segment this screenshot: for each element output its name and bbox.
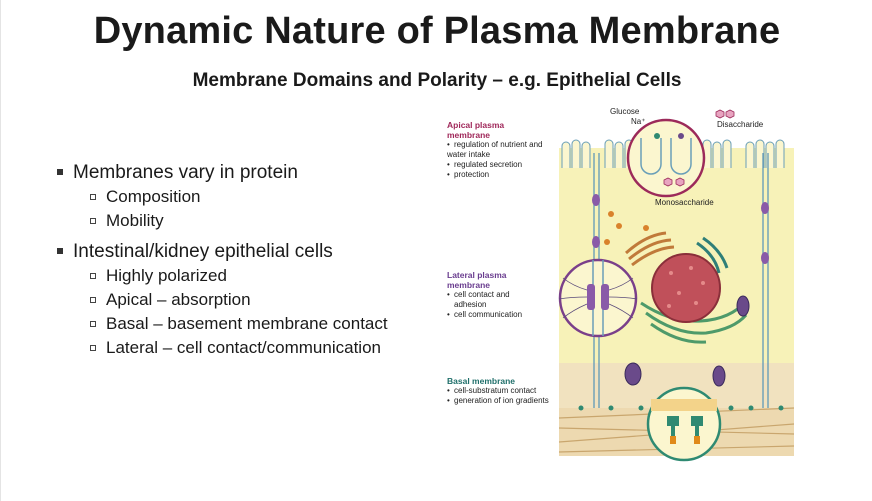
disaccharidase	[678, 133, 684, 139]
basal-ligands	[670, 436, 700, 444]
sub-bullet-polarized: Highly polarized	[57, 264, 437, 288]
sodium-label: Na⁺	[631, 117, 646, 126]
basal-item: generation of ion gradients	[447, 396, 565, 406]
bullet-list: Membranes vary in protein Composition Mo…	[57, 160, 437, 360]
sub-bullet-mobility: Mobility	[57, 209, 437, 233]
glucose-label: Glucose	[610, 107, 640, 116]
apical-inset-ring	[626, 118, 706, 198]
cytoskeleton-filaments	[558, 277, 638, 319]
basal-title: Basal membrane	[447, 376, 516, 386]
basal-inset-lamina	[651, 399, 717, 411]
lateral-item: cell communication	[447, 310, 547, 320]
slide-title: Dynamic Nature of Plasma Membrane	[93, 10, 781, 52]
integrins	[578, 405, 784, 411]
disaccharide-label: Disaccharide	[717, 120, 764, 129]
basal-receptors	[667, 416, 703, 436]
sub-bullet-apical: Apical – absorption	[57, 288, 437, 312]
adhesion-protein-left	[587, 284, 595, 310]
epithelial-cell-figure: Glucose Na⁺ Disaccharide Monosaccharide …	[441, 107, 796, 470]
basal-inset-ring	[646, 386, 722, 462]
slide-subtitle: Membrane Domains and Polarity – e.g. Epi…	[192, 70, 682, 91]
cell-diagram	[558, 109, 795, 462]
golgi-apparatus	[624, 231, 729, 274]
monosaccharide-hexagons	[663, 109, 735, 187]
apical-item: water intake	[447, 150, 491, 159]
junction-proteins	[592, 194, 769, 264]
glucose-transporter	[654, 133, 660, 139]
endoplasmic-reticulum	[640, 300, 748, 344]
nucleus	[651, 253, 721, 323]
vesicles	[604, 211, 649, 245]
lateral-inset-ring	[558, 258, 638, 338]
basal-item: cell-substratum contact	[447, 386, 565, 396]
lateral-item: adhesion	[454, 300, 487, 309]
sub-bullet-basal: Basal – basement membrane contact	[57, 312, 437, 336]
mitochondria	[624, 295, 750, 387]
nucleus-pores	[667, 266, 705, 308]
lateral-item: cell contact and	[447, 290, 547, 300]
sub-bullet-lateral: Lateral – cell contact/communication	[57, 336, 437, 360]
apical-item: protection	[447, 170, 562, 180]
monosaccharide-label: Monosaccharide	[655, 198, 714, 207]
basal-membrane-label: Basal membrane cell-substratum contact g…	[447, 376, 565, 406]
apical-item: regulation of nutrient and	[447, 140, 562, 150]
apical-item: regulated secretion	[447, 160, 562, 170]
bullet-membranes-vary: Membranes vary in protein	[57, 160, 437, 185]
sub-bullet-composition: Composition	[57, 185, 437, 209]
apical-inset-microvilli	[640, 138, 692, 175]
bullet-epithelial-cells: Intestinal/kidney epithelial cells	[57, 239, 437, 264]
adhesion-protein-right	[601, 284, 609, 310]
